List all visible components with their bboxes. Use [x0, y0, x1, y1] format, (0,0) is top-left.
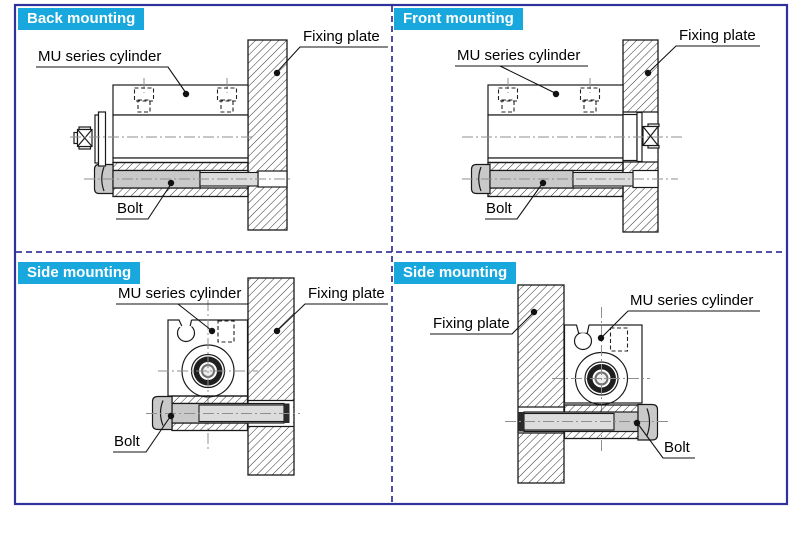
back-fixing-plate-label: Fixing plate [303, 28, 380, 45]
back-cylinder-label: MU series cylinder [38, 48, 162, 65]
bolt [462, 163, 678, 195]
outer-frame [13, 3, 789, 506]
back-mounting-figure [36, 39, 388, 231]
front-cylinder-label: MU series cylinder [457, 47, 581, 64]
fixing-plate [247, 277, 295, 476]
leader-lines [113, 303, 388, 453]
side-mounting-right-figure [430, 284, 760, 484]
fixing-plate [247, 39, 288, 231]
side-right-bolt-label: Bolt [664, 439, 690, 456]
panel-title-side-mounting-left: Side mounting [18, 262, 141, 284]
fixing-plate [517, 284, 565, 484]
panel-title-front-mounting: Front mounting [394, 8, 523, 30]
screw-holes [133, 78, 238, 113]
leader-lines [36, 46, 388, 220]
bolt [84, 163, 292, 195]
panel-title-back-mounting: Back mounting [18, 8, 145, 30]
leader-lines [430, 308, 760, 459]
side-left-bolt-label: Bolt [114, 433, 140, 450]
side-right-fixing-plate-label: Fixing plate [433, 315, 510, 332]
leader-lines [455, 45, 760, 220]
rod-clevis [73, 111, 107, 167]
side-left-cylinder-label: MU series cylinder [118, 285, 242, 302]
side-right-cylinder-label: MU series cylinder [630, 292, 754, 309]
side-mounting-left-figure [113, 277, 388, 476]
cylinder-end-view [158, 300, 258, 452]
front-fixing-plate-label: Fixing plate [679, 27, 756, 44]
back-bolt-label: Bolt [117, 200, 143, 217]
screw-holes [497, 78, 601, 113]
front-mounting-figure [455, 39, 760, 233]
front-bolt-label: Bolt [486, 200, 512, 217]
panel-title-side-mounting-right: Side mounting [394, 262, 517, 284]
side-left-fixing-plate-label: Fixing plate [308, 285, 385, 302]
